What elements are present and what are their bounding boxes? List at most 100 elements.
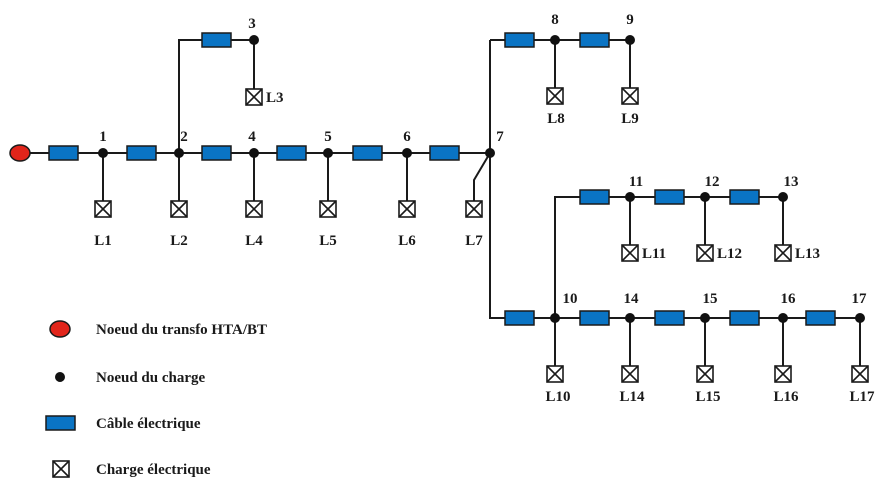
cable-icon [429, 145, 460, 161]
load-L1-icon [94, 200, 112, 218]
legend-transfo-label: Noeud du transfo HTA/BT [96, 322, 267, 338]
node-label-16: 16 [781, 291, 797, 307]
load-nodes [98, 35, 865, 323]
cable-icon [48, 145, 79, 161]
load-L14-icon [621, 365, 639, 383]
legend-load-icon [52, 460, 70, 478]
load-label-L2: L2 [170, 233, 188, 249]
node-label-3: 3 [248, 16, 256, 32]
load-label-L15: L15 [695, 389, 720, 405]
load-L7-icon [465, 200, 483, 218]
load-L16-icon [774, 365, 792, 383]
node-label-5: 5 [324, 129, 332, 145]
load-L4-icon [245, 200, 263, 218]
node-label-6: 6 [403, 129, 411, 145]
load-L3-icon [245, 88, 263, 106]
branch-node-11-13 [554, 196, 783, 318]
legend-node-icon [55, 372, 65, 382]
node-16-icon [778, 313, 788, 323]
node-label-10: 10 [563, 291, 578, 307]
trunk-node-7 [489, 40, 860, 319]
node-labels: 1 2 3 4 5 6 7 8 9 10 11 12 13 14 15 16 1… [99, 12, 867, 307]
node-17-icon [855, 313, 865, 323]
load-L6-icon [398, 200, 416, 218]
load-label-L16: L16 [773, 389, 799, 405]
node-label-11: 11 [629, 174, 643, 190]
node-9-icon [625, 35, 635, 45]
wires [30, 39, 861, 366]
load-label-L17: L17 [849, 389, 875, 405]
node-label-8: 8 [551, 12, 559, 28]
load-L2-icon [170, 200, 188, 218]
cable-icon [654, 189, 685, 205]
cable-icon [276, 145, 307, 161]
cable-icon [504, 32, 535, 48]
cable-icon [579, 32, 610, 48]
legend-node-label: Noeud du charge [96, 370, 206, 386]
node-13-icon [778, 192, 788, 202]
node-14-icon [625, 313, 635, 323]
cable-icon [729, 189, 760, 205]
node-3-icon [249, 35, 259, 45]
node-label-9: 9 [626, 12, 634, 28]
legend-load-label: Charge électrique [96, 462, 211, 478]
transfo-node-icon [9, 144, 31, 162]
legend: Noeud du transfo HTA/BT Noeud du charge … [45, 320, 267, 478]
drop-L7 [473, 152, 491, 201]
load-L8-icon [546, 87, 564, 105]
cables [48, 32, 836, 326]
load-label-L11: L11 [642, 246, 666, 262]
load-L13-icon [774, 244, 792, 262]
load-L11-icon [621, 244, 639, 262]
cable-icon [579, 189, 610, 205]
load-L10-icon [546, 365, 564, 383]
node-label-4: 4 [248, 129, 256, 145]
node-label-13: 13 [784, 174, 799, 190]
load-label-L6: L6 [398, 233, 416, 249]
cable-icon [654, 310, 685, 326]
node-label-15: 15 [703, 291, 718, 307]
cable-icon [126, 145, 157, 161]
cable-icon [579, 310, 610, 326]
branch-node-3 [178, 39, 254, 153]
node-11-icon [625, 192, 635, 202]
node-2-icon [174, 148, 184, 158]
load-label-L5: L5 [319, 233, 337, 249]
node-label-17: 17 [852, 291, 868, 307]
node-6-icon [402, 148, 412, 158]
node-4-icon [249, 148, 259, 158]
cable-icon [805, 310, 836, 326]
load-label-L8: L8 [547, 111, 565, 127]
load-L17-icon [851, 365, 869, 383]
legend-cable-label: Câble électrique [96, 416, 201, 432]
legend-transfo-icon [49, 320, 71, 338]
load-label-L13: L13 [795, 246, 820, 262]
node-10-icon [550, 313, 560, 323]
load-label-L4: L4 [245, 233, 263, 249]
node-1-icon [98, 148, 108, 158]
cable-icon [729, 310, 760, 326]
node-label-7: 7 [496, 129, 504, 145]
cable-icon [504, 310, 535, 326]
load-label-L12: L12 [717, 246, 742, 262]
load-L12-icon [696, 244, 714, 262]
loads [94, 87, 869, 383]
node-label-12: 12 [705, 174, 720, 190]
node-label-2: 2 [180, 129, 188, 145]
node-label-1: 1 [99, 129, 107, 145]
cable-icon [352, 145, 383, 161]
node-8-icon [550, 35, 560, 45]
node-12-icon [700, 192, 710, 202]
legend-cable-icon [45, 415, 76, 431]
load-L5-icon [319, 200, 337, 218]
cable-icon [201, 145, 232, 161]
load-label-L7: L7 [465, 233, 483, 249]
load-labels: L1 L2 L3 L4 L5 L6 L7 L8 L9 L10 L11 L12 L… [94, 90, 875, 405]
node-15-icon [700, 313, 710, 323]
cable-icon [201, 32, 232, 48]
node-7-icon [485, 148, 495, 158]
load-L9-icon [621, 87, 639, 105]
load-label-L1: L1 [94, 233, 112, 249]
load-L15-icon [696, 365, 714, 383]
